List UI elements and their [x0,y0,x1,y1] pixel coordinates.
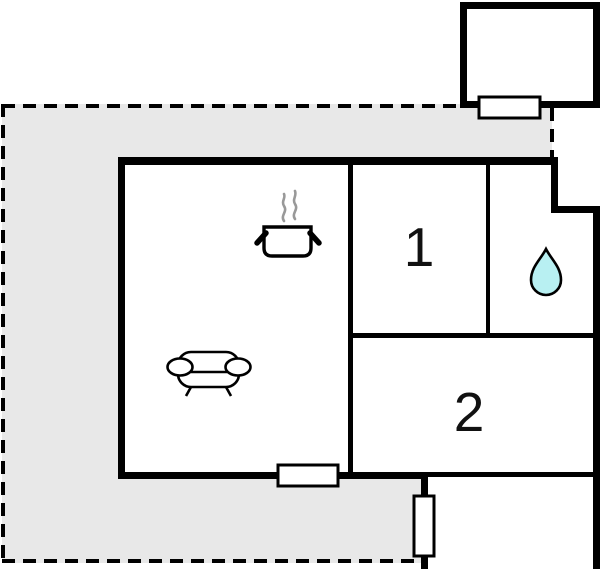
water-drop-icon [529,246,563,297]
main-wall-step-horizontal [551,206,600,213]
pot-body [262,225,313,258]
sofa-leg-right [224,386,233,397]
main-wall-bottom-right [428,472,600,477]
terrace-area [2,104,552,563]
room2-label: 2 [454,381,485,443]
steam-icon [281,189,298,223]
entrance-door [276,463,340,488]
terrace-dashed-boundary [1,104,554,563]
main-wall-bottom [118,472,428,479]
annex-door [477,95,542,120]
main-building-interior [125,165,593,472]
room1-label: 1 [404,216,435,278]
interior-wall-bathroom [486,165,490,335]
sofa-leg-left [184,386,193,397]
cooking-pot-icon [254,225,322,258]
sofa-armrest-right [224,357,252,377]
interior-walls [348,165,598,472]
sofa-icon [166,350,252,397]
pot-handle-right [307,230,322,246]
main-wall-top [118,157,558,165]
interior-wall-living-room [348,165,353,472]
main-wall-step-vertical [551,157,558,213]
side-door [412,494,436,558]
main-wall-left [118,157,125,479]
sofa-armrest-left [166,357,194,377]
annex-building [460,2,600,120]
annex-interior [467,9,593,101]
steam-wave-left [281,192,287,223]
steam-wave-right [292,189,298,221]
terrace-area-bottom [2,471,427,563]
main-wall-right [593,206,600,569]
pot-handle-left [254,230,269,246]
interior-wall-room2 [348,333,598,338]
